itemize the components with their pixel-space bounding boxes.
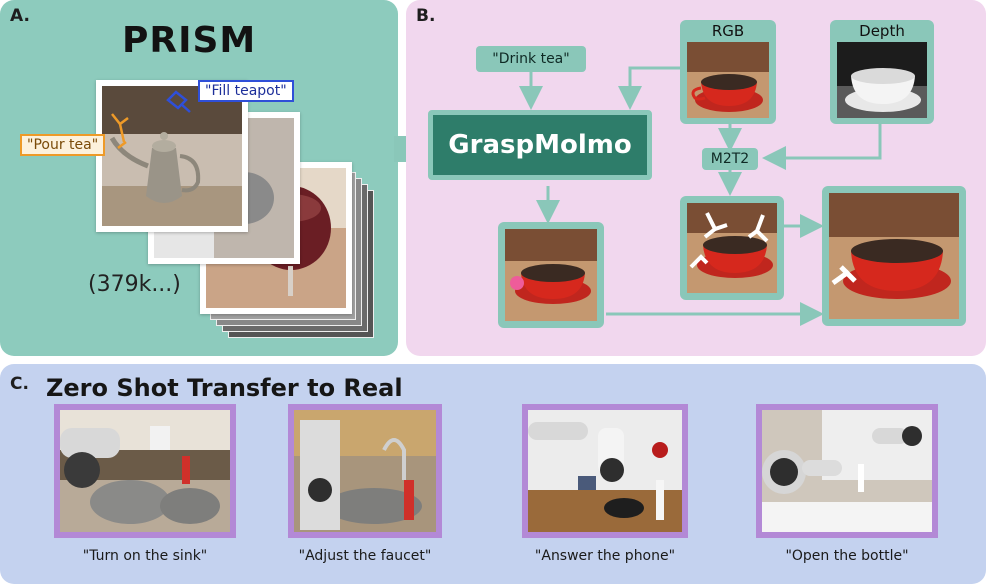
rgb-image (687, 42, 769, 118)
teapot-image (102, 86, 242, 226)
final-grasp-frame (822, 186, 966, 326)
depth-image (837, 42, 927, 118)
rgb-frame: RGB (680, 20, 776, 124)
panel-a-label: A. (10, 6, 30, 26)
fill-teapot-tag: "Fill teapot" (198, 80, 294, 102)
real-photo-sink (60, 410, 230, 532)
real-photo-phone (528, 410, 682, 532)
caption-sink: "Turn on the sink" (82, 548, 208, 564)
graspmolmo-box: GraspMolmo (428, 110, 652, 180)
real-photo-sink-frame (54, 404, 236, 538)
dataset-count: (379k...) (88, 272, 181, 297)
rgb-label: RGB (711, 22, 745, 40)
caption-bottle: "Open the bottle" (785, 548, 909, 564)
panel-c-title: Zero Shot Transfer to Real (46, 374, 403, 402)
grasp-blue (166, 90, 191, 113)
real-photo-phone-frame (522, 404, 688, 538)
final-grasp-image (829, 193, 959, 319)
panel-b-label: B. (416, 6, 436, 26)
candidate-grasps-image (687, 203, 777, 293)
depth-label: Depth (859, 22, 905, 40)
pipeline-arrows (519, 66, 882, 326)
real-photo-bottle-frame (756, 404, 938, 538)
real-photo-faucet (294, 410, 436, 532)
m2t2-box: M2T2 (702, 148, 758, 170)
real-photo-faucet-frame (288, 404, 442, 538)
real-photo-bottle (762, 410, 932, 532)
point-output-image (505, 229, 597, 321)
pour-tea-tag: "Pour tea" (20, 134, 106, 156)
grasp-orange (111, 113, 129, 149)
prism-title: PRISM (122, 20, 257, 61)
teapot-photo (96, 80, 248, 232)
panel-c-label: C. (10, 374, 29, 394)
caption-faucet: "Adjust the faucet" (298, 548, 432, 564)
grasp-point-marker (510, 276, 524, 290)
point-output-frame (498, 222, 604, 328)
candidate-grasps-frame (680, 196, 784, 300)
grasp-annotations (111, 90, 191, 149)
caption-phone: "Answer the phone" (534, 548, 676, 564)
prompt-drink-tea: "Drink tea" (476, 46, 586, 72)
depth-frame: Depth (830, 20, 934, 124)
